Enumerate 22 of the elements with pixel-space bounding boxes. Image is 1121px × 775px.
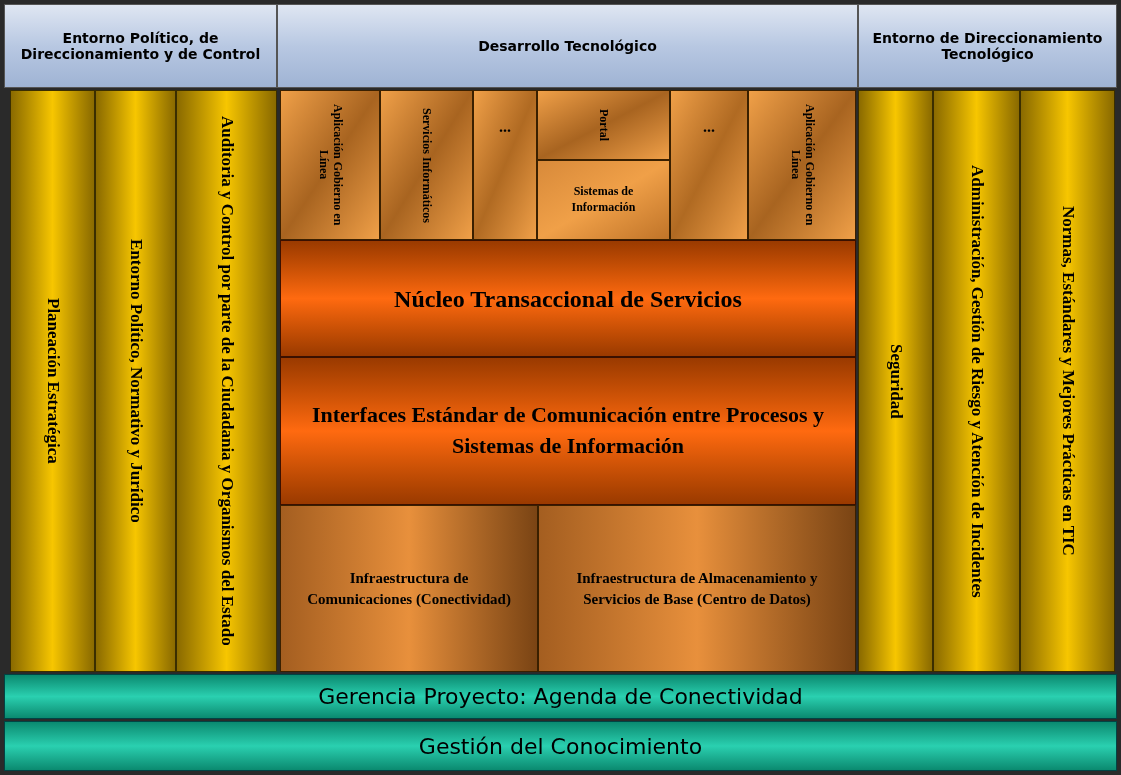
- layer-band: Núcleo Transaccional de Servicios: [280, 240, 856, 357]
- column-band: Normas, Estándares y Mejores Prácticas en TIC: [1020, 90, 1115, 672]
- service-box: Sistemas de Información: [537, 160, 670, 240]
- section-header: Entorno de Direccionamiento Tecnológico: [858, 4, 1117, 88]
- section-header: Entorno Político, de Direccionamiento y de Control: [4, 4, 277, 88]
- column-band: Planeación Estratégica: [10, 90, 95, 672]
- column-band: Entorno Político, Normativo y Jurídico: [95, 90, 176, 672]
- column-band: Auditoria y Control por parte de la Ciudadania y Organismos del Estado: [176, 90, 277, 672]
- footer-band: Gerencia Proyecto: Agenda de Conectividad: [4, 674, 1117, 719]
- service-box: Servicios Informáticos: [380, 90, 473, 240]
- layer-band: Interfaces Estándar de Comunicación entre Procesos y Sistemas de Información: [280, 357, 856, 505]
- column-band: Administración, Gestión de Riesgo y Atención de Incidentes: [933, 90, 1020, 672]
- service-box: Portal: [537, 90, 670, 160]
- infrastructure-box: Infraestructura de Almacenamiento y Servicios de Base (Centro de Datos): [538, 505, 856, 672]
- infrastructure-box: Infraestructura de Comunicaciones (Conectividad): [280, 505, 538, 672]
- section-header: Desarrollo Tecnológico: [277, 4, 858, 88]
- service-box: ...: [473, 90, 537, 240]
- service-box: Aplicación Gobierno en Línea: [748, 90, 856, 240]
- service-box: Aplicación Gobierno en Línea: [280, 90, 380, 240]
- footer-band: Gestión del Conocimiento: [4, 721, 1117, 771]
- service-box: ...: [670, 90, 748, 240]
- column-band: Seguridad: [858, 90, 933, 672]
